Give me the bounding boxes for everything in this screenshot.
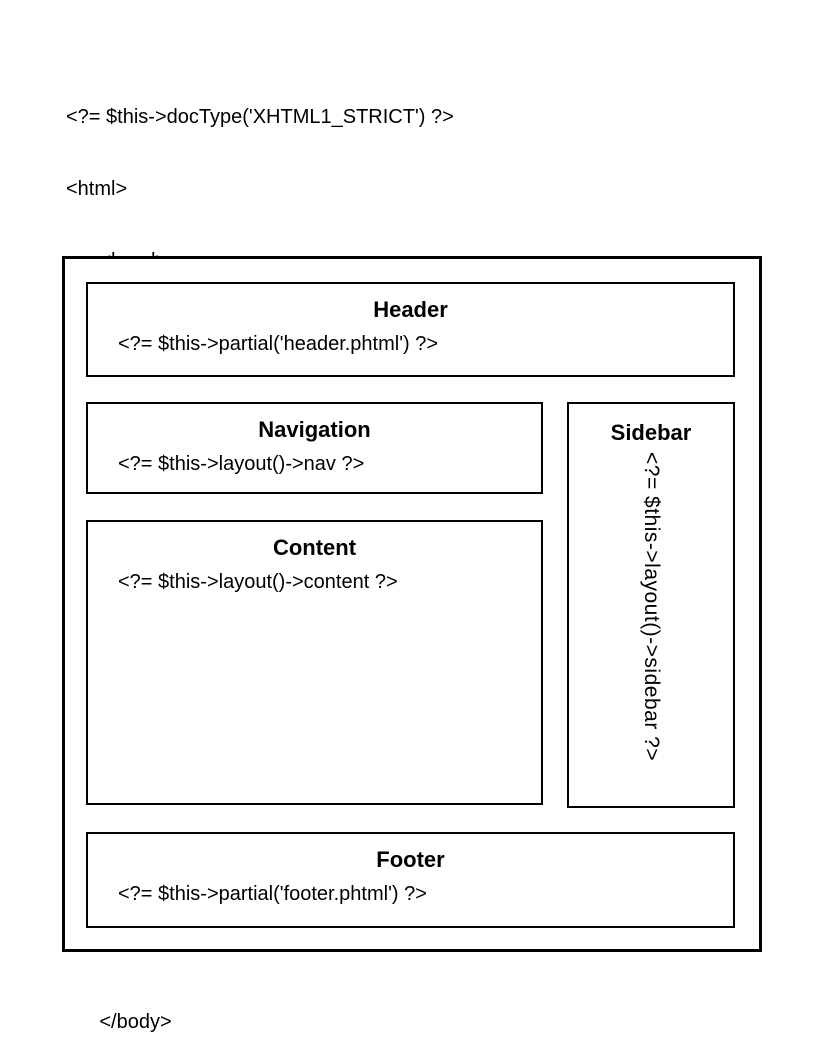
footer-box-title: Footer [376,847,445,872]
code-line-html-open: <html> [66,178,128,200]
sidebar-box-title: Sidebar [610,420,692,445]
content-box-code: <?= $this->layout()->content ?> [118,571,398,593]
code-line-doctype: <?= $this->docType('XHTML1_STRICT') ?> [66,106,454,128]
content-box: Content <?= $this->layout()->content ?> [86,520,543,805]
footer-box: Footer <?= $this->partial('footer.phtml'… [86,832,735,928]
php-code-listing-bottom: </body> </html> [66,962,172,1056]
navigation-box-code: <?= $this->layout()->nav ?> [118,453,365,475]
content-box-title: Content [272,535,357,560]
sidebar-box: Sidebar <?= $this->layout()->sidebar ?> [567,402,735,808]
header-box-code: <?= $this->partial('header.phtml') ?> [118,333,439,355]
header-box: Header <?= $this->partial('header.phtml'… [86,282,735,377]
navigation-box: Navigation <?= $this->layout()->nav ?> [86,402,543,494]
sidebar-box-code-vertical: <?= $this->layout()->sidebar ?> [640,452,663,762]
footer-box-code: <?= $this->partial('footer.phtml') ?> [118,883,427,905]
navigation-box-title: Navigation [258,417,371,442]
header-box-title: Header [373,297,448,322]
code-line-body-close: </body> [66,1011,172,1033]
